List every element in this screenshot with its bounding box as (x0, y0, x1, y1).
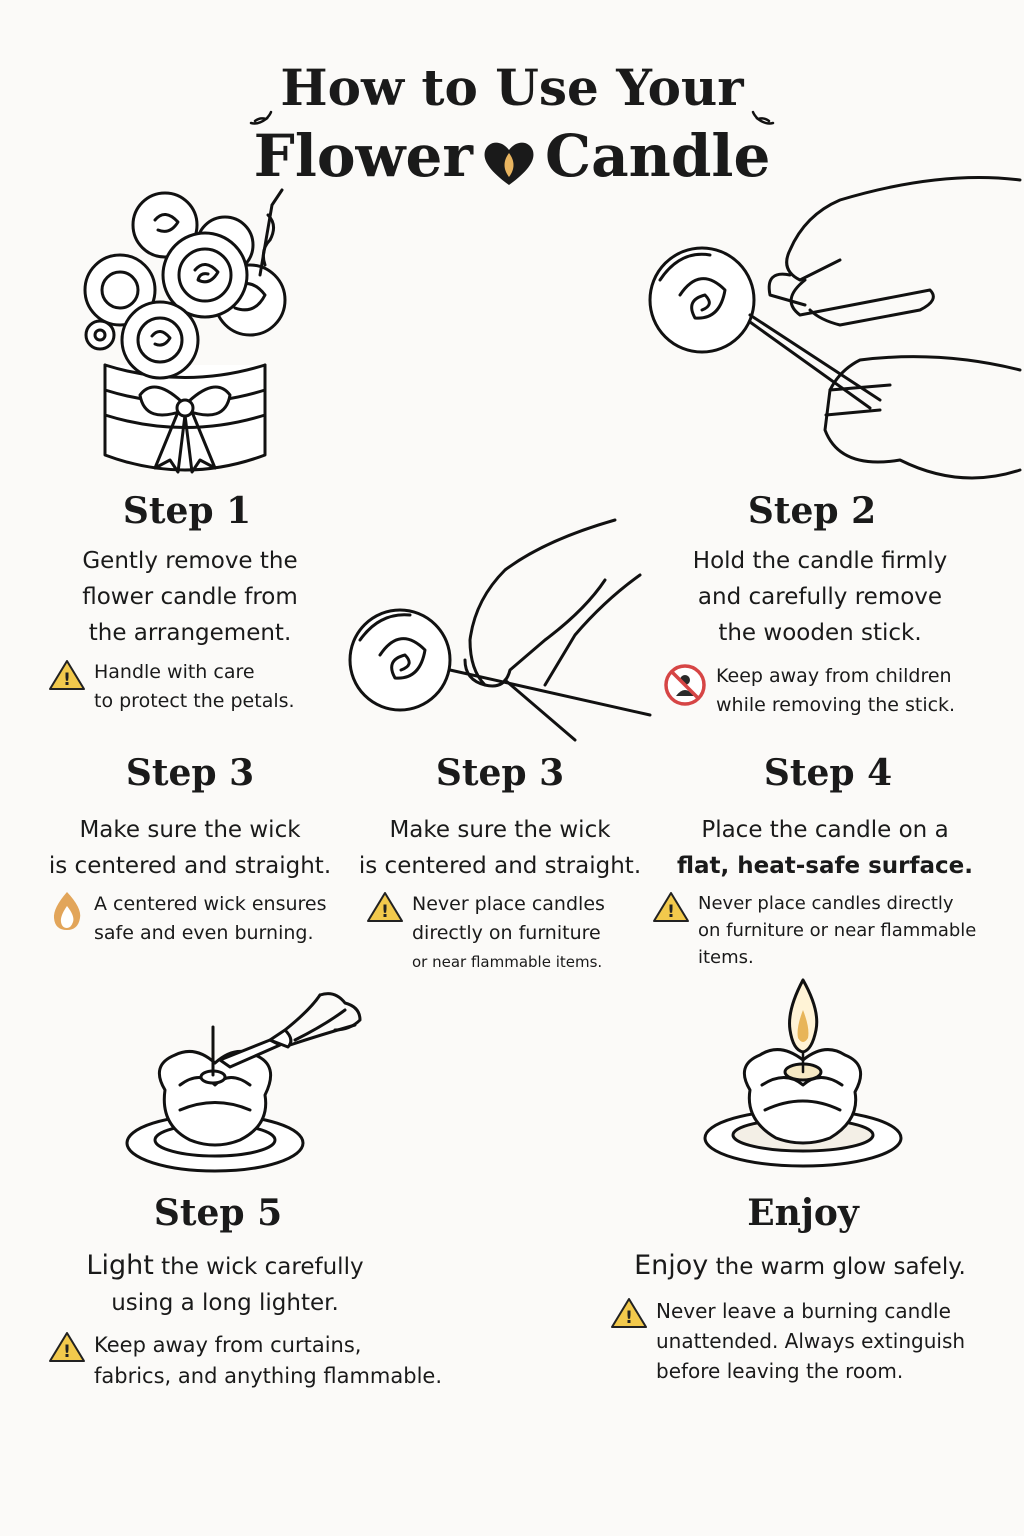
step-1-note-text: Handle with care to protect the petals. (94, 658, 295, 716)
step-5-line: using a long lighter. (111, 1290, 339, 1316)
step-3-left-instructions: Make sure the wick is centered and strai… (30, 812, 350, 884)
warning-triangle-icon: ! (366, 890, 404, 924)
svg-text:!: ! (381, 902, 389, 922)
heart-icon (479, 135, 539, 187)
step-4-heading: Step 4 (763, 752, 893, 794)
step-2-instructions: Hold the candle firmly and carefully rem… (650, 543, 990, 651)
page-title-line-2: Flower Candle (0, 122, 1024, 190)
enjoy-heading: Enjoy (747, 1192, 859, 1234)
note-line: Keep away from children (716, 665, 952, 687)
note-line: or near flammable items. (412, 953, 603, 971)
note-line: while removing the stick. (716, 694, 956, 716)
step-4-note-text: Never place candles directly on furnitur… (698, 890, 976, 971)
step-4-instructions: Place the candle on a flat, heat-safe su… (660, 812, 990, 884)
step-1-note: ! Handle with care to protect the petals… (48, 658, 295, 716)
step-1-instructions: Gently remove the flower candle from the… (40, 543, 340, 651)
note-line: before leaving the room. (656, 1359, 904, 1383)
no-children-icon (662, 662, 708, 708)
enjoy-line: the warm glow safely. (708, 1254, 966, 1280)
lit-candle-illustration (703, 978, 903, 1168)
warning-triangle-icon: ! (610, 1296, 648, 1330)
note-line: on furniture or near flammable (698, 920, 977, 941)
svg-text:!: ! (63, 1342, 71, 1362)
note-line: Handle with care (94, 661, 255, 683)
note-line: A centered wick ensures (94, 893, 327, 915)
lighting-candle-illustration (125, 992, 362, 1173)
step-2-note: Keep away from children while removing t… (662, 662, 955, 720)
warning-triangle-icon: ! (48, 1330, 86, 1364)
note-line: items. (698, 947, 754, 968)
step-5-lead-word: Light (86, 1250, 154, 1281)
note-line: directly on furniture (412, 922, 601, 944)
step-3-middle-note-text: Never place candles directly on furnitur… (412, 890, 605, 977)
step-4-note: ! Never place candles directly on furnit… (652, 890, 976, 971)
svg-text:!: ! (625, 1308, 633, 1328)
note-line: safe and even burning. (94, 922, 314, 944)
title-text-2a: Flower (253, 122, 473, 190)
step-3-line: is centered and straight. (358, 853, 642, 879)
step-2-line: the wooden stick. (718, 620, 922, 646)
note-line: unattended. Always extinguish (656, 1329, 966, 1353)
step-5-note-text: Keep away from curtains, fabrics, and an… (94, 1330, 442, 1392)
step-5-instructions: Light the wick carefully using a long li… (60, 1248, 390, 1321)
warning-triangle-icon: ! (48, 658, 86, 692)
flower-arrangement-illustration (83, 188, 287, 474)
step-3-left-note: A centered wick ensures safe and even bu… (48, 890, 327, 948)
step-3-line: Make sure the wick (79, 817, 301, 843)
note-line: Never place candles directly (698, 893, 954, 914)
hands-removing-stick-illustration (648, 176, 1022, 480)
step-5-note: ! Keep away from curtains, fabrics, and … (48, 1330, 442, 1392)
enjoy-instructions: Enjoy the warm glow safely. (600, 1248, 1000, 1285)
title-text-2b: Candle (544, 122, 771, 190)
step-2-line: and carefully remove (697, 584, 943, 610)
step-3-line: is centered and straight. (48, 853, 332, 879)
step-2-line: Hold the candle firmly (692, 548, 948, 574)
step-3-middle-heading: Step 3 (435, 752, 565, 794)
step-3-line: Make sure the wick (389, 817, 611, 843)
warning-triangle-icon: ! (652, 890, 690, 924)
step-1-line: the arrangement. (88, 620, 292, 646)
step-2-note-text: Keep away from children while removing t… (716, 662, 955, 720)
note-line: Keep away from curtains, (94, 1333, 362, 1357)
step-1-heading: Step 1 (122, 490, 252, 532)
note-line: Never leave a burning candle (656, 1299, 951, 1323)
step-1-line: Gently remove the (82, 548, 298, 574)
hand-straightening-wick-illustration (348, 518, 652, 742)
enjoy-lead-word: Enjoy (634, 1250, 709, 1281)
note-line: Never place candles (412, 893, 605, 915)
enjoy-note: ! Never leave a burning candle unattende… (610, 1296, 965, 1386)
enjoy-note-text: Never leave a burning candle unattended.… (656, 1296, 965, 1386)
page-title-line-1: How to Use Your (0, 58, 1024, 125)
note-line: to protect the petals. (94, 690, 295, 712)
step-4-line: Place the candle on a (701, 817, 949, 843)
step-2-heading: Step 2 (747, 490, 877, 532)
leaf-ornament-icon (750, 82, 776, 125)
title-text-1: How to Use Your (280, 58, 744, 117)
step-3-left-note-text: A centered wick ensures safe and even bu… (94, 890, 327, 948)
step-5-line: the wick carefully (153, 1254, 364, 1280)
step-5-heading: Step 5 (153, 1192, 283, 1234)
note-line: fabrics, and anything flammable. (94, 1364, 443, 1388)
step-3-left-heading: Step 3 (125, 752, 255, 794)
svg-text:!: ! (63, 670, 71, 690)
step-3-middle-instructions: Make sure the wick is centered and strai… (345, 812, 655, 884)
svg-text:!: ! (667, 902, 675, 922)
flame-icon (48, 890, 86, 932)
leaf-ornament-icon (248, 82, 274, 125)
step-1-line: flower candle from (82, 584, 298, 610)
step-4-emphasis: flat, heat-safe surface. (676, 853, 974, 879)
step-3-middle-note: ! Never place candles directly on furnit… (366, 890, 605, 977)
